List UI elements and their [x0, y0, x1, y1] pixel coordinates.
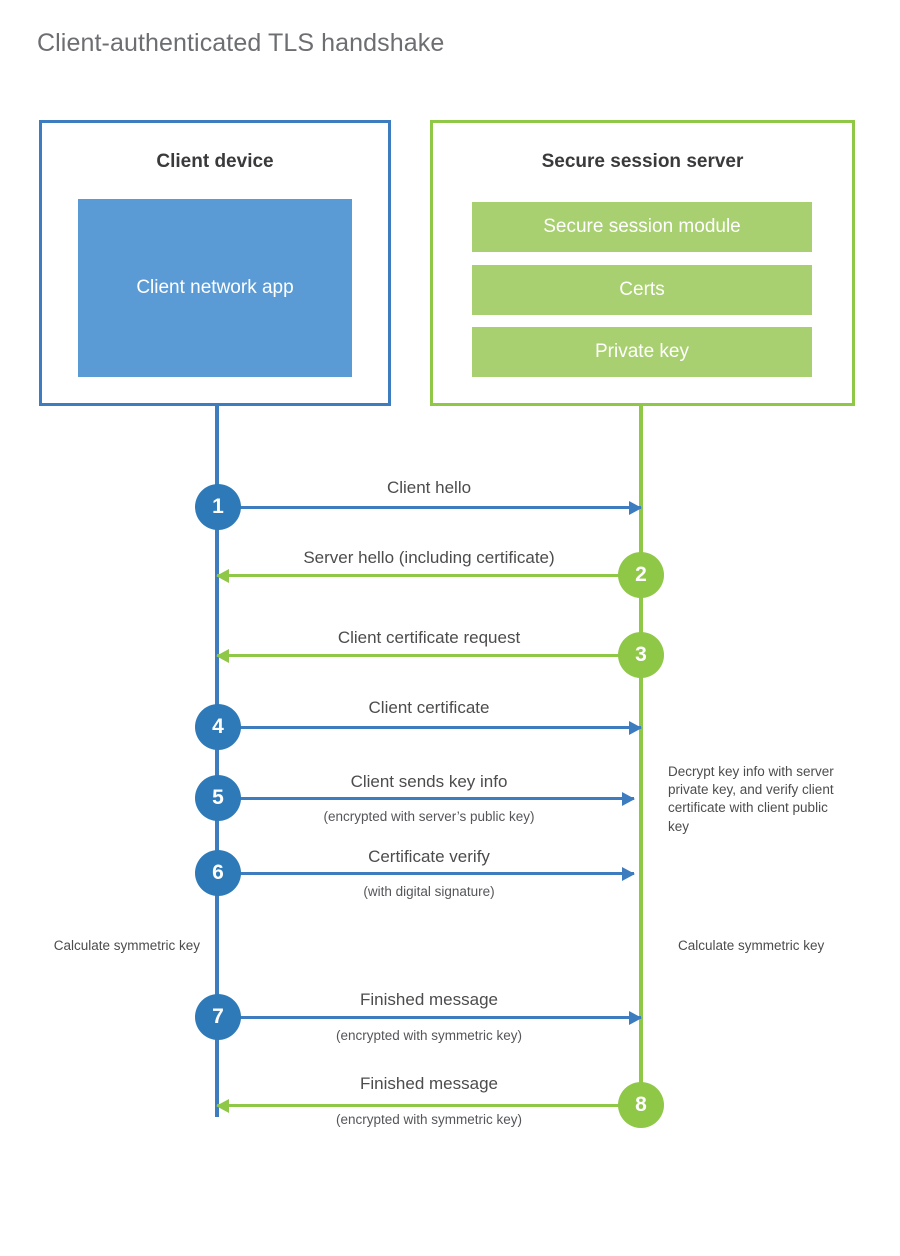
step-marker-8[interactable]: 8 — [618, 1082, 664, 1128]
arrow-step-5 — [217, 791, 635, 806]
annotation-server-symmetric-key: Calculate symmetric key — [678, 938, 825, 953]
arrowhead-right-icon — [622, 791, 635, 806]
step-marker-5[interactable]: 5 — [195, 775, 241, 821]
arrow-step-4 — [217, 720, 642, 735]
step-marker-1[interactable]: 1 — [195, 484, 241, 530]
arrow-label-step-4: Client certificate — [368, 698, 490, 717]
arrow-step-6 — [217, 866, 635, 881]
arrow-step-1 — [217, 500, 642, 515]
client-device-title: Client device — [156, 151, 274, 172]
server-component-private-key: Private key — [472, 327, 812, 377]
annotation-server-decrypt: Decrypt key info with server private key… — [668, 764, 834, 834]
client-device-box: Client device Client network app — [39, 120, 391, 406]
arrowhead-right-icon — [629, 500, 642, 515]
arrowhead-right-icon — [629, 720, 642, 735]
arrow-label-step-3: Client certificate request — [337, 628, 521, 647]
arrow-sublabel-step-7: (encrypted with symmetric key) — [335, 1028, 523, 1043]
arrow-sublabel-step-8: (encrypted with symmetric key) — [335, 1112, 523, 1127]
arrow-label-step-1: Client hello — [386, 478, 472, 497]
arrow-label-step-2: Server hello (including certificate) — [303, 548, 555, 567]
annotation-client-symmetric-key: Calculate symmetric key — [53, 938, 200, 953]
server-lifeline — [639, 405, 643, 1105]
arrow-step-8 — [216, 1098, 641, 1113]
arrow-step-7 — [217, 1010, 642, 1025]
arrow-label-step-7: Finished message — [360, 990, 498, 1009]
arrow-sublabel-step-5: (encrypted with server’s public key) — [323, 809, 535, 824]
client-network-app-block: Client network app — [78, 199, 352, 377]
client-lifeline — [215, 405, 219, 1117]
arrow-label-step-6: Certificate verify — [368, 847, 490, 866]
arrowhead-right-icon — [629, 1010, 642, 1025]
arrow-label-step-5: Client sends key info — [350, 772, 508, 791]
arrowhead-right-icon — [622, 866, 635, 881]
step-marker-6[interactable]: 6 — [195, 850, 241, 896]
page-title: Client-authenticated TLS handshake — [37, 29, 445, 57]
step-marker-7[interactable]: 7 — [195, 994, 241, 1040]
arrow-step-2 — [216, 568, 641, 583]
arrowhead-left-icon — [216, 1098, 229, 1113]
server-component-certs: Certs — [472, 265, 812, 315]
secure-session-server-title: Secure session server — [541, 151, 744, 172]
server-component-secure-session-module: Secure session module — [472, 202, 812, 252]
arrowhead-left-icon — [216, 568, 229, 583]
arrow-step-3 — [216, 648, 641, 663]
secure-session-server-box: Secure session server Secure session mod… — [430, 120, 855, 406]
step-marker-4[interactable]: 4 — [195, 704, 241, 750]
step-marker-3[interactable]: 3 — [618, 632, 664, 678]
arrowhead-left-icon — [216, 648, 229, 663]
step-marker-2[interactable]: 2 — [618, 552, 664, 598]
arrow-sublabel-step-6: (with digital signature) — [363, 884, 495, 899]
arrow-label-step-8: Finished message — [360, 1074, 498, 1093]
